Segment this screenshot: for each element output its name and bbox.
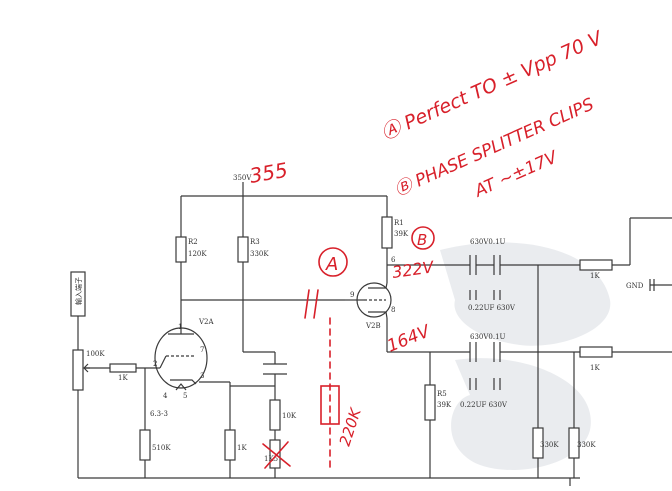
label-r1: R1 bbox=[394, 219, 404, 227]
wiring bbox=[77, 182, 672, 486]
label-r3: R3 bbox=[250, 238, 260, 246]
label-cap-bottom: 630V0.1U bbox=[470, 333, 506, 341]
label-cap-top: 630V0.1U bbox=[470, 238, 506, 246]
label-pin7: 7 bbox=[200, 346, 204, 354]
label-r1-value: 39K bbox=[394, 230, 409, 238]
label-out-bottom: 1K bbox=[590, 364, 600, 372]
label-r5: R5 bbox=[437, 390, 447, 398]
printed-labels: 350V R2 120K R3 330K R1 39K V2A V2B 100K… bbox=[74, 174, 644, 463]
resistor-510k bbox=[139, 429, 151, 461]
note-circle-b: B bbox=[417, 231, 427, 249]
label-r2: R2 bbox=[188, 238, 198, 246]
label-pin5: 5 bbox=[183, 392, 187, 400]
label-r3-value: 330K bbox=[250, 250, 269, 258]
label-330k-a: 330K bbox=[540, 441, 559, 449]
label-r2-value: 120K bbox=[188, 250, 207, 258]
scan-smear bbox=[440, 242, 611, 470]
note-355: 355 bbox=[248, 158, 290, 188]
note-circle-a: A bbox=[325, 254, 338, 275]
resistor-out-bottom bbox=[579, 346, 613, 358]
label-input-resistor: 1K bbox=[118, 374, 128, 382]
label-input-terminal: 輸入端子 bbox=[74, 277, 83, 305]
resistor-input bbox=[109, 363, 137, 373]
resistor-r3 bbox=[237, 236, 249, 263]
label-pin2: 2 bbox=[153, 360, 157, 368]
resistor-r5 bbox=[424, 384, 436, 421]
note-322v: 322V bbox=[391, 257, 436, 282]
label-gnd: GND bbox=[626, 282, 644, 290]
note-220k: 220K bbox=[336, 405, 365, 448]
label-out-top: 1K bbox=[590, 272, 600, 280]
resistor-330k-b bbox=[568, 427, 580, 459]
label-v2b: V2B bbox=[365, 322, 381, 330]
label-pin6: 6 bbox=[391, 256, 396, 264]
resistor-10k bbox=[269, 399, 281, 431]
resistor-r2 bbox=[175, 236, 187, 263]
label-330k-b: 330K bbox=[577, 441, 596, 449]
label-pin1: 1 bbox=[178, 323, 182, 331]
note-164v: 164V bbox=[384, 321, 434, 357]
tube-v2b bbox=[356, 282, 392, 319]
resistor-out-top bbox=[579, 259, 613, 271]
resistor-330k-a bbox=[532, 427, 544, 459]
tube-v2a bbox=[154, 322, 208, 391]
label-r5-value: 39K bbox=[437, 401, 452, 409]
label-510k: 510K bbox=[152, 444, 171, 452]
label-350v: 350V bbox=[233, 174, 252, 182]
label-cap-top-sub: 0.22UF 630V bbox=[468, 304, 516, 312]
label-pin8: 8 bbox=[391, 306, 395, 314]
input-terminal-box bbox=[70, 271, 86, 317]
label-heater: 6.3-3 bbox=[150, 410, 168, 418]
label-1k5: 1K5 bbox=[264, 455, 278, 463]
label-pin9: 9 bbox=[350, 291, 354, 299]
label-pin3: 3 bbox=[200, 372, 204, 380]
note-220k-resistor bbox=[320, 385, 340, 425]
label-pot-value: 100K bbox=[86, 350, 105, 358]
label-10k: 10K bbox=[282, 412, 297, 420]
capacitors bbox=[263, 255, 655, 390]
label-cathode-1k: 1K bbox=[237, 444, 247, 452]
resistor-r1 bbox=[381, 216, 393, 249]
input-pot bbox=[70, 271, 90, 391]
label-pin4: 4 bbox=[163, 392, 168, 400]
label-v2a: V2A bbox=[198, 318, 215, 326]
resistor-cathode-1k bbox=[224, 429, 236, 461]
label-cap-bottom-sub: 0.22UF 630V bbox=[460, 401, 508, 409]
note-a: Ⓐ Perfect TO ± Vpp 70 V bbox=[378, 26, 607, 144]
